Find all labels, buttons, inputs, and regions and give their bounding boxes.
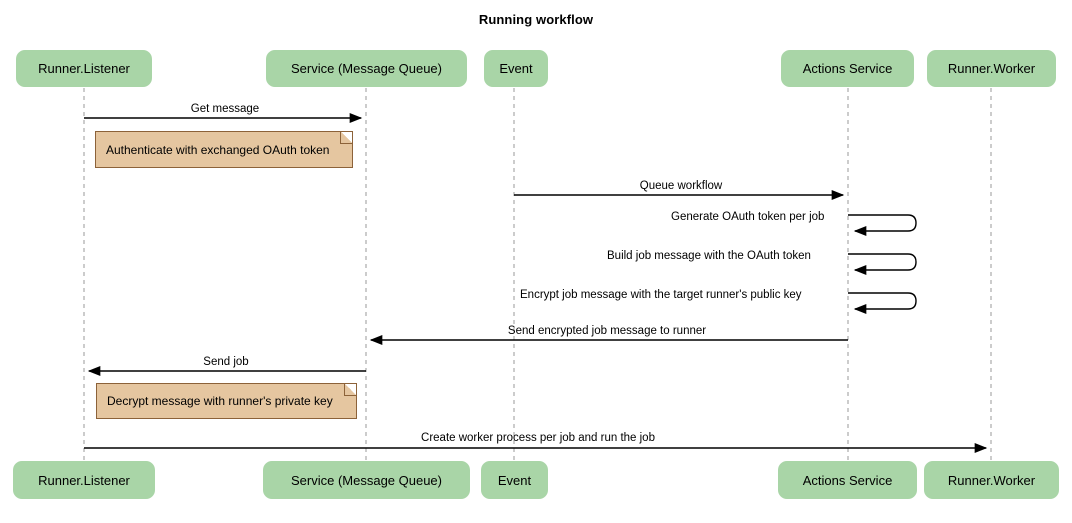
participant-bottom-event[interactable]: Event: [481, 461, 548, 499]
participant-label: Event: [499, 61, 533, 76]
note-fold-corner-icon: [344, 384, 356, 396]
participant-top-service-message-queue[interactable]: Service (Message Queue): [266, 50, 467, 87]
note-text: Decrypt message with runner's private ke…: [107, 394, 333, 408]
participant-label: Runner.Listener: [38, 472, 130, 488]
participant-top-event[interactable]: Event: [484, 50, 548, 87]
participant-label: Runner.Listener: [38, 61, 130, 76]
message-label-get-message: Get message: [190, 103, 260, 115]
participant-bottom-runner-worker[interactable]: Runner.Worker: [924, 461, 1059, 499]
participant-label: Runner.Worker: [947, 61, 1036, 76]
message-label-build-job-message: Build job message with the OAuth token: [607, 250, 811, 262]
participant-bottom-runner-listener[interactable]: Runner.Listener: [13, 461, 155, 499]
lifelines: [83, 88, 992, 461]
note-authenticate: Authenticate with exchanged OAuth token: [95, 131, 353, 168]
message-label-create-worker-process: Create worker process per job and run th…: [421, 432, 655, 444]
message-label-send-encrypted-job-message: Send encrypted job message to runner: [507, 325, 707, 337]
message-label-queue-workflow: Queue workflow: [639, 180, 723, 192]
participant-top-runner-worker[interactable]: Runner.Worker: [927, 50, 1056, 87]
participant-label: Actions Service: [802, 61, 893, 76]
arrow-generate-oauth-token-per-job: [848, 214, 917, 237]
participant-bottom-service-message-queue[interactable]: Service (Message Queue): [263, 461, 470, 499]
message-arrows: [84, 112, 988, 454]
participant-label: Event: [497, 472, 532, 488]
participant-top-runner-listener[interactable]: Runner.Listener: [16, 50, 152, 87]
message-label-generate-oauth-token-per-job: Generate OAuth token per job: [671, 211, 825, 223]
page-title: Running workflow: [478, 12, 594, 27]
participant-label: Service (Message Queue): [290, 472, 442, 488]
note-decrypt: Decrypt message with runner's private ke…: [96, 383, 357, 419]
message-label-encrypt-job-message: Encrypt job message with the target runn…: [520, 289, 802, 301]
participant-label: Actions Service: [802, 472, 893, 488]
note-text: Authenticate with exchanged OAuth token: [106, 142, 330, 157]
arrow-build-job-message: [848, 253, 917, 276]
participant-label: Runner.Worker: [947, 472, 1036, 488]
note-fold-corner-icon: [340, 132, 352, 144]
message-label-send-job: Send job: [203, 356, 249, 368]
participant-top-actions-service[interactable]: Actions Service: [781, 50, 914, 87]
participant-label: Service (Message Queue): [290, 61, 442, 76]
participant-bottom-actions-service[interactable]: Actions Service: [778, 461, 917, 499]
arrow-encrypt-job-message: [848, 292, 917, 315]
